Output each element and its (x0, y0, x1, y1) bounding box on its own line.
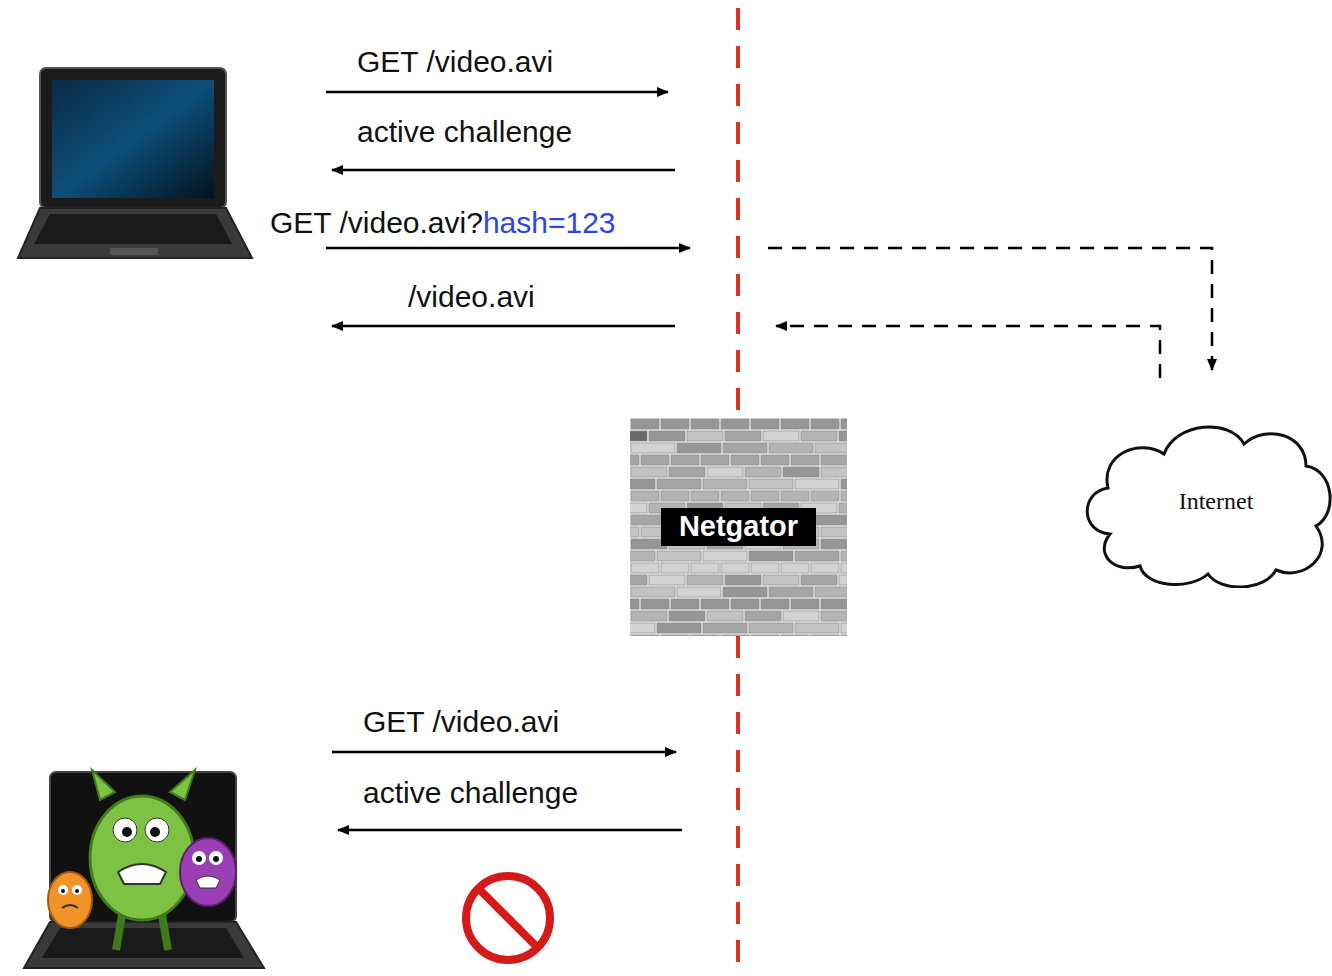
message-label: GET /video.avi (363, 705, 559, 740)
boundary-line (736, 8, 740, 418)
boundary-line (736, 636, 740, 976)
message-label: GET /video.avi (357, 45, 553, 80)
message-label: GET /video.avi? (270, 206, 483, 241)
cloud-label: Internet (1179, 488, 1254, 515)
message-label: active challenge (357, 115, 572, 150)
request-arrows (326, 92, 690, 830)
blocked-symbol (466, 876, 550, 960)
message-label: hash=123 (483, 206, 616, 241)
laptop-icon (18, 68, 252, 258)
cloud-node: Internet (1080, 414, 1332, 588)
message-label: active challenge (363, 776, 578, 811)
forward-arrows (768, 248, 1212, 378)
infected-laptop-icon (24, 770, 264, 968)
firewall-node: Netgator (630, 418, 847, 636)
firewall-label: Netgator (661, 508, 816, 545)
message-label: /video.avi (408, 280, 535, 315)
